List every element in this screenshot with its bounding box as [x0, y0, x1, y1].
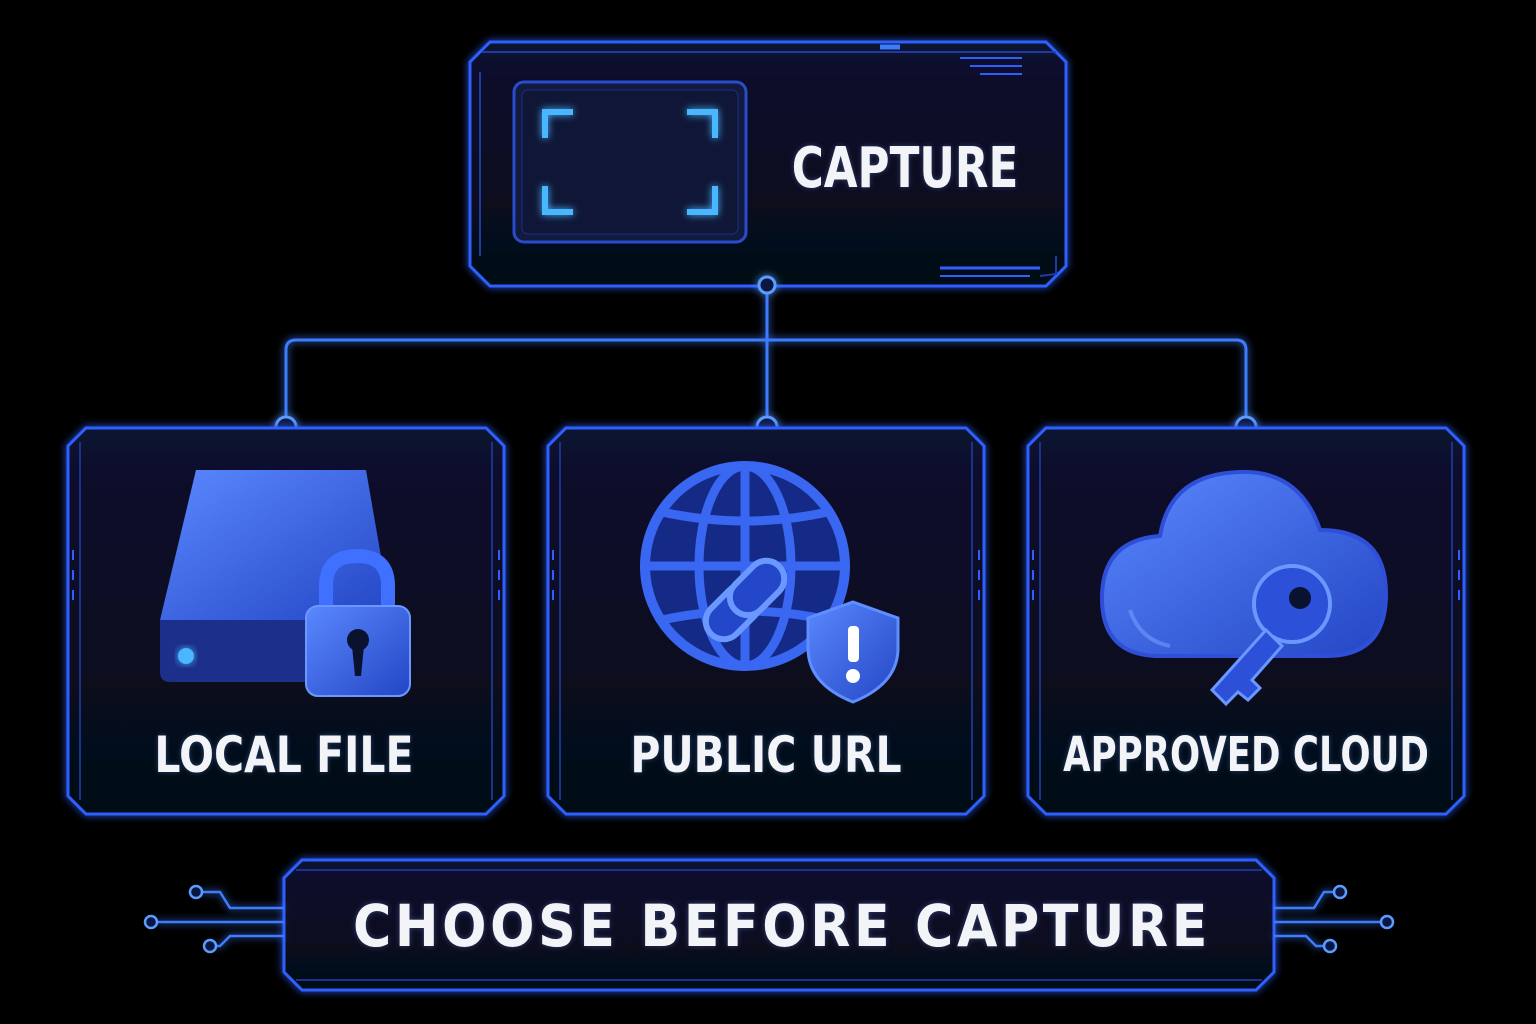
locked-drive-icon	[160, 470, 411, 697]
circuit-traces-right	[1274, 890, 1382, 948]
circuit-traces-left	[156, 890, 284, 948]
option-local-file[interactable]	[66, 426, 506, 816]
globe-link-warning-icon	[640, 461, 900, 704]
local-file-label: LOCAL FILE	[154, 726, 414, 784]
option-approved-cloud[interactable]	[1026, 426, 1466, 816]
cloud-key-icon	[1099, 469, 1389, 707]
screen-capture-frame-icon	[512, 80, 748, 244]
option-public-url[interactable]	[546, 426, 986, 816]
public-url-label: PUBLIC URL	[630, 726, 902, 784]
circuit-nodes-right	[1322, 884, 1395, 954]
approved-cloud-label: APPROVED CLOUD	[1063, 727, 1429, 783]
connector-lines	[284, 294, 1248, 418]
footer-banner	[282, 858, 1276, 992]
capture-title: CAPTURE	[791, 135, 1019, 201]
capture-node	[468, 40, 1068, 288]
footer-instruction: CHOOSE BEFORE CAPTURE	[352, 892, 1212, 960]
circuit-nodes-left	[143, 884, 218, 954]
